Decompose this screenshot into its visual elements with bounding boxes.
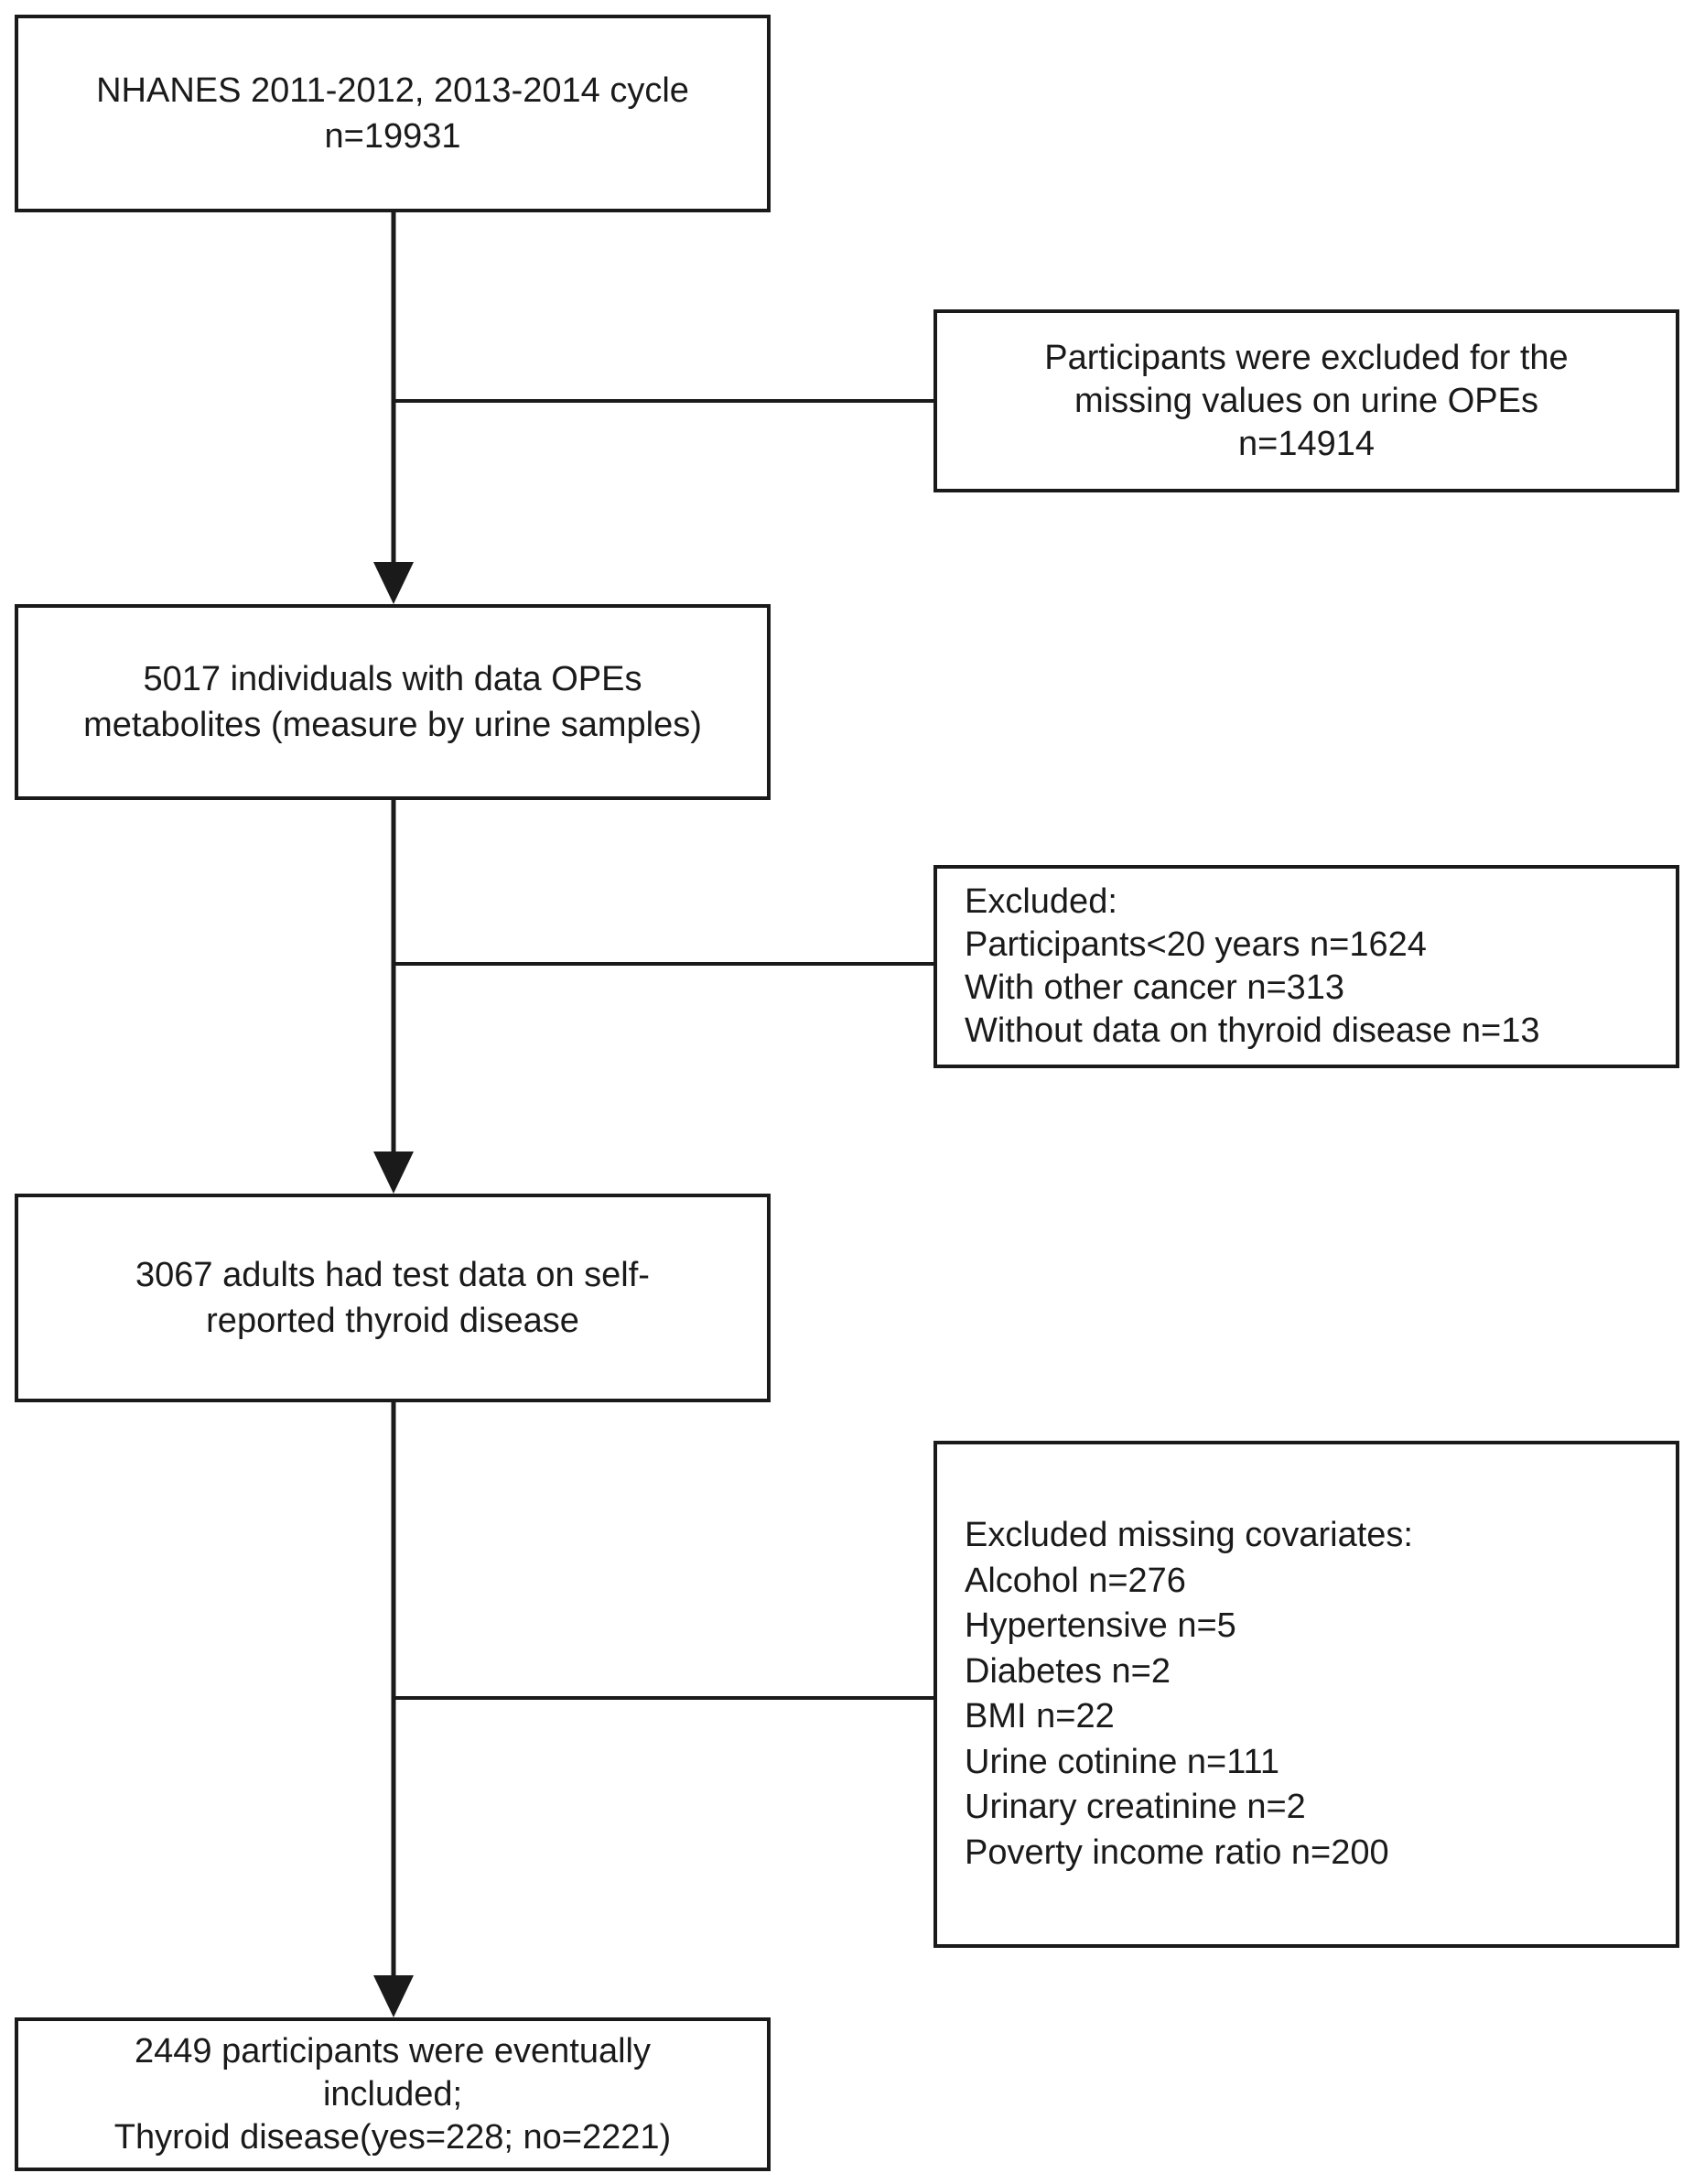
box-text-line: Urinary creatinine n=2 — [965, 1788, 1306, 1826]
box-text-line: Excluded: — [965, 882, 1117, 921]
box-text-line: Thyroid disease(yes=228; no=2221) — [113, 2117, 672, 2157]
box-nhanes-cycle: NHANES 2011-2012, 2013-2014 cycle n=1993… — [15, 15, 771, 212]
box-text-line: Alcohol n=276 — [965, 1561, 1186, 1600]
box-final-participants: 2449 participants were eventually includ… — [15, 2017, 771, 2171]
box-text-line: Without data on thyroid disease n=13 — [965, 1011, 1540, 1050]
box-text-line: Urine cotinine n=111 — [965, 1742, 1279, 1781]
box-text-line: Diabetes n=2 — [965, 1651, 1171, 1691]
box-adults-thyroid: 3067 adults had test data on self- repor… — [15, 1194, 771, 1402]
box-text-line: 5017 individuals with data OPEs — [143, 660, 642, 698]
box-text-line: Poverty income ratio n=200 — [965, 1833, 1389, 1872]
box-text-line: included; — [322, 2074, 463, 2114]
box-text-line: 3067 adults had test data on self- — [135, 1256, 650, 1294]
box-text-line: Participants were excluded for the — [1044, 338, 1569, 377]
box-text-line: metabolites (measure by urine samples) — [83, 706, 702, 744]
box-text-line: Hypertensive n=5 — [965, 1606, 1236, 1645]
box-opes-individuals: 5017 individuals with data OPEs metaboli… — [15, 604, 771, 800]
box-text-line: 2449 participants were eventually — [134, 2031, 651, 2070]
box-excluded-urine-opes: Participants were excluded for the missi… — [933, 309, 1679, 492]
box-excluded-age-cancer: Excluded: Participants<20 years n=1624 W… — [933, 865, 1679, 1068]
box-text-line: BMI n=22 — [965, 1697, 1115, 1735]
box-text-line: n=19931 — [324, 117, 461, 156]
box-text-line: With other cancer n=313 — [965, 968, 1345, 1007]
box-text-line: n=14914 — [1238, 424, 1375, 463]
arrowhead-2 — [373, 1151, 414, 1194]
box-excluded-covariates: Excluded missing covariates: Alcohol n=2… — [933, 1441, 1679, 1948]
box-text-line: NHANES 2011-2012, 2013-2014 cycle — [96, 71, 689, 110]
box-text-line: Participants<20 years n=1624 — [965, 925, 1427, 964]
arrowhead-1 — [373, 562, 414, 604]
box-text-line: Excluded missing covariates: — [965, 1516, 1413, 1554]
box-text-line: missing values on urine OPEs — [1074, 381, 1538, 420]
arrowhead-3 — [373, 1975, 414, 2017]
box-text-line: reported thyroid disease — [206, 1302, 579, 1340]
